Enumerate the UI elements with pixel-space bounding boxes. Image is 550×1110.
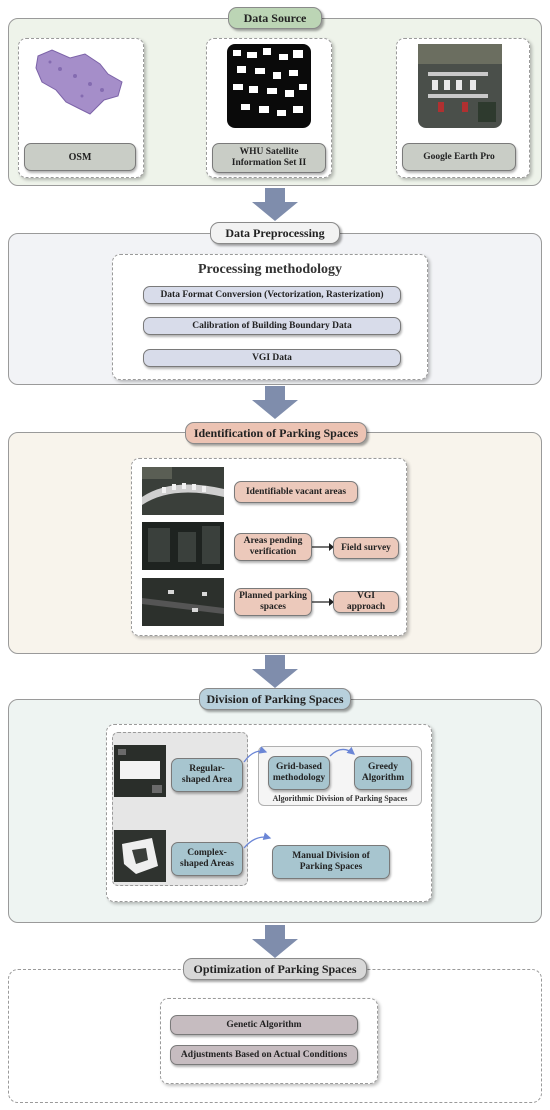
- process-step-format-conversion: Data Format Conversion (Vectorization, R…: [143, 286, 401, 304]
- source-osm-label: OSM: [24, 143, 136, 171]
- process-step-calibration: Calibration of Building Boundary Data: [143, 317, 401, 335]
- manual-division: Manual Division of Parking Spaces: [272, 845, 390, 879]
- division-flow-arrows: [243, 746, 355, 849]
- algorithmic-division-caption: Algorithmic Division of Parking Spaces: [272, 794, 408, 803]
- down-arrow-icon: [252, 655, 298, 688]
- regular-area-aerial-image: [114, 745, 166, 797]
- genetic-algorithm: Genetic Algorithm: [170, 1015, 358, 1035]
- arrow-right-icon: [312, 543, 334, 551]
- ident-planned-spaces: Planned parking spaces: [234, 588, 312, 616]
- planned-space-aerial-image: [142, 578, 224, 626]
- pending-area-aerial-image: [142, 522, 224, 570]
- greedy-algorithm: Greedy Algorithm: [354, 756, 412, 790]
- identification-title: Identification of Parking Spaces: [185, 422, 367, 444]
- source-google-earth-label: Google Earth Pro: [402, 143, 516, 171]
- ident-vacant-areas: Identifiable vacant areas: [234, 481, 358, 503]
- data-source-title: Data Source: [228, 7, 322, 29]
- osm-map-image: [35, 49, 123, 115]
- optimization-title: Optimization of Parking Spaces: [183, 958, 367, 980]
- optimization-box: [160, 998, 378, 1084]
- source-whu-label: WHU Satellite Information Set II: [212, 143, 326, 173]
- process-step-vgi-data: VGI Data: [143, 349, 401, 367]
- down-arrow-icon: [252, 925, 298, 958]
- ident-pending-verification: Areas pending verification: [234, 533, 312, 561]
- arrow-right-icon: [312, 598, 334, 606]
- regular-shaped-area: Regular-shaped Area: [171, 758, 243, 792]
- whu-building-mask-image: [227, 44, 311, 128]
- grid-based-methodology: Grid-based methodology: [268, 756, 330, 790]
- vacant-area-aerial-image: [142, 467, 224, 515]
- complex-area-aerial-image: [114, 830, 166, 882]
- division-title: Division of Parking Spaces: [199, 688, 351, 710]
- ident-vgi-approach: VGI approach: [333, 591, 399, 613]
- ident-field-survey: Field survey: [333, 537, 399, 559]
- down-arrow-icon: [252, 188, 298, 221]
- preprocessing-title: Data Preprocessing: [210, 222, 340, 244]
- down-arrow-icon: [252, 386, 298, 419]
- google-earth-image: [418, 44, 502, 128]
- adjustments-actual-conditions: Adjustments Based on Actual Conditions: [170, 1045, 358, 1065]
- processing-methodology-heading: Processing methodology: [197, 262, 342, 277]
- complex-shaped-areas: Complex-shaped Areas: [171, 842, 243, 876]
